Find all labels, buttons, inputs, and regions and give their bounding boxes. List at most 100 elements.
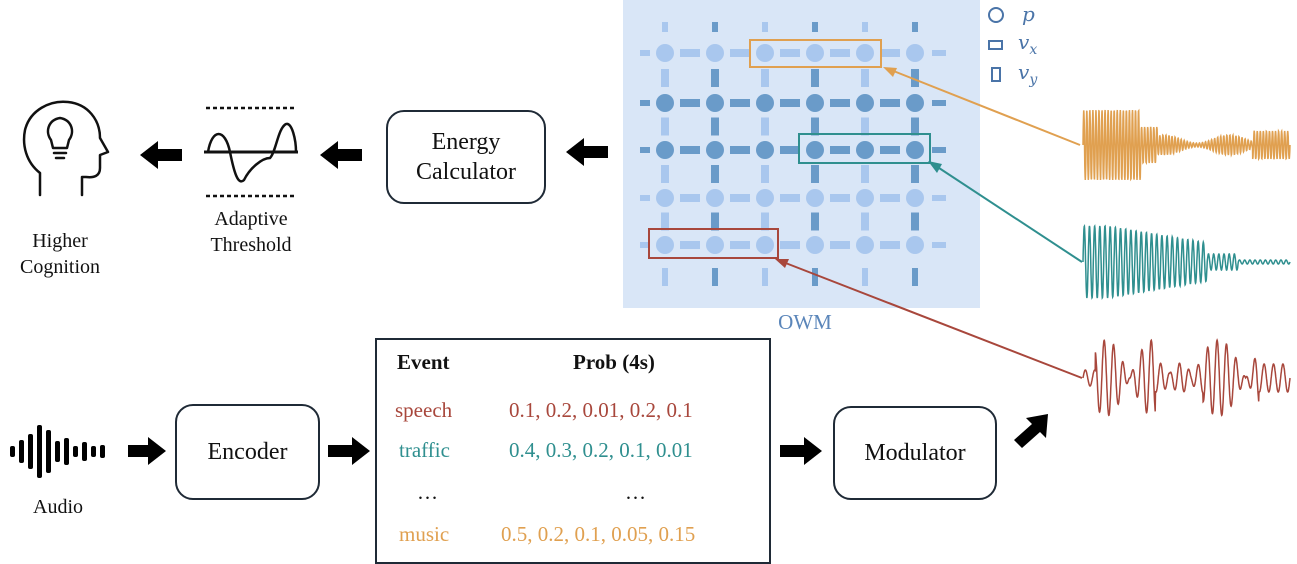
owm-vx-cell: [640, 100, 650, 106]
music-waveform: [1082, 108, 1291, 182]
owm-vx-cell: [640, 50, 650, 56]
traffic-connector: [935, 165, 1083, 263]
owm-vx-cell: [830, 194, 850, 202]
owm-vx-cell: [680, 194, 700, 202]
traffic-waveform: [1082, 223, 1291, 301]
owm-vx-cell: [880, 99, 900, 107]
owm-vy-cell: [711, 165, 719, 183]
owm-vy-cell: [811, 212, 819, 231]
owm-vy-cell: [711, 117, 719, 136]
owm-label: OWM: [778, 310, 832, 334]
owm-vx-cell: [780, 49, 800, 57]
owm-vx-cell: [680, 241, 700, 249]
row-traffic-probs: 0.4, 0.3, 0.2, 0.1, 0.01: [509, 438, 693, 462]
owm-vy-cell: [911, 69, 919, 87]
owm-vx-cell: [780, 241, 800, 249]
owm-node: [706, 44, 724, 62]
owm-node: [806, 236, 824, 254]
owm-vx-cell: [730, 146, 750, 154]
owm-vy-cell: [762, 22, 768, 32]
legend-p-label: p: [1022, 2, 1035, 26]
owm-vy-cell: [861, 117, 869, 136]
owm-vy-cell: [712, 22, 718, 32]
speech-connector-arrowhead: [775, 259, 789, 268]
owm-vy-cell: [912, 268, 918, 286]
legend-circle-icon: [988, 7, 1004, 23]
row-traffic-event: traffic: [399, 438, 450, 462]
arrow-encoder-to-table: [328, 437, 370, 465]
music-connector-arrowhead: [883, 67, 897, 77]
music-highlight-box: [749, 39, 882, 68]
modulator-box: Modulator: [833, 406, 997, 500]
table-header-prob: Prob (4s): [573, 350, 655, 374]
owm-node: [656, 141, 674, 159]
owm-node: [706, 236, 724, 254]
higher-cognition-line1: Higher: [32, 230, 88, 252]
owm-vy-cell: [661, 212, 669, 231]
owm-vx-cell: [830, 241, 850, 249]
owm-node: [756, 236, 774, 254]
owm-node: [856, 44, 874, 62]
music-connector: [890, 69, 1081, 146]
owm-node: [906, 44, 924, 62]
owm-vy-cell: [761, 69, 769, 87]
owm-vy-cell: [911, 117, 919, 136]
owm-node: [706, 141, 724, 159]
owm-vy-cell: [812, 22, 818, 32]
legend-hrect-icon: [988, 40, 1003, 50]
row-music-event: music: [399, 522, 450, 546]
adaptive-threshold-icon: [204, 106, 298, 198]
arrow-to-energy: [566, 138, 608, 166]
energy-calculator-line1: Energy: [431, 129, 501, 155]
owm-vx-cell: [640, 195, 650, 201]
owm-vy-cell: [712, 268, 718, 286]
legend-vx-label: vx: [1018, 30, 1038, 58]
owm-vy-cell: [911, 212, 919, 231]
row-ellipsis-event: …: [417, 480, 438, 504]
arrow-audio-to-encoder: [128, 437, 166, 465]
owm-vx-cell: [680, 49, 700, 57]
owm-vx-cell: [730, 241, 750, 249]
owm-vy-cell: [812, 268, 818, 286]
speech-highlight-box: [648, 228, 779, 259]
arrow-to-threshold: [320, 141, 362, 169]
owm-vy-cell: [662, 22, 668, 32]
owm-vx-cell: [830, 146, 850, 154]
owm-vy-cell: [762, 268, 768, 286]
owm-node: [706, 94, 724, 112]
owm-vy-cell: [862, 22, 868, 32]
energy-calculator-line2: Calculator: [416, 159, 516, 185]
owm-node: [806, 44, 824, 62]
speech-waveform: [1082, 338, 1291, 417]
owm-node: [656, 94, 674, 112]
owm-vy-cell: [811, 165, 819, 183]
owm-node: [706, 189, 724, 207]
owm-vy-cell: [811, 69, 819, 87]
owm-node: [756, 44, 774, 62]
owm-vx-cell: [830, 99, 850, 107]
owm-vx-cell: [680, 146, 700, 154]
higher-cognition-line2: Cognition: [19, 256, 100, 278]
row-speech-event: speech: [395, 398, 453, 422]
audio-waveform-icon: [10, 425, 105, 478]
owm-vx-cell: [932, 242, 946, 248]
owm-vy-cell: [861, 69, 869, 87]
owm-vx-cell: [730, 194, 750, 202]
adaptive-threshold-label: Adaptive Threshold: [196, 206, 306, 258]
owm-vx-cell: [932, 147, 946, 153]
owm-vx-cell: [780, 146, 800, 154]
owm-vx-cell: [932, 50, 946, 56]
owm-node: [906, 236, 924, 254]
event-probability-table: Event Prob (4s) speech 0.1, 0.2, 0.01, 0…: [375, 338, 771, 564]
owm-vx-cell: [932, 195, 946, 201]
owm-vy-cell: [761, 117, 769, 136]
owm-vx-cell: [680, 99, 700, 107]
owm-node: [656, 44, 674, 62]
owm-vy-cell: [662, 268, 668, 286]
owm-vx-cell: [880, 49, 900, 57]
owm-vy-cell: [711, 212, 719, 231]
adaptive-threshold-line1: Adaptive: [214, 208, 288, 230]
head-lightbulb-icon: [22, 100, 110, 197]
owm-node: [906, 189, 924, 207]
